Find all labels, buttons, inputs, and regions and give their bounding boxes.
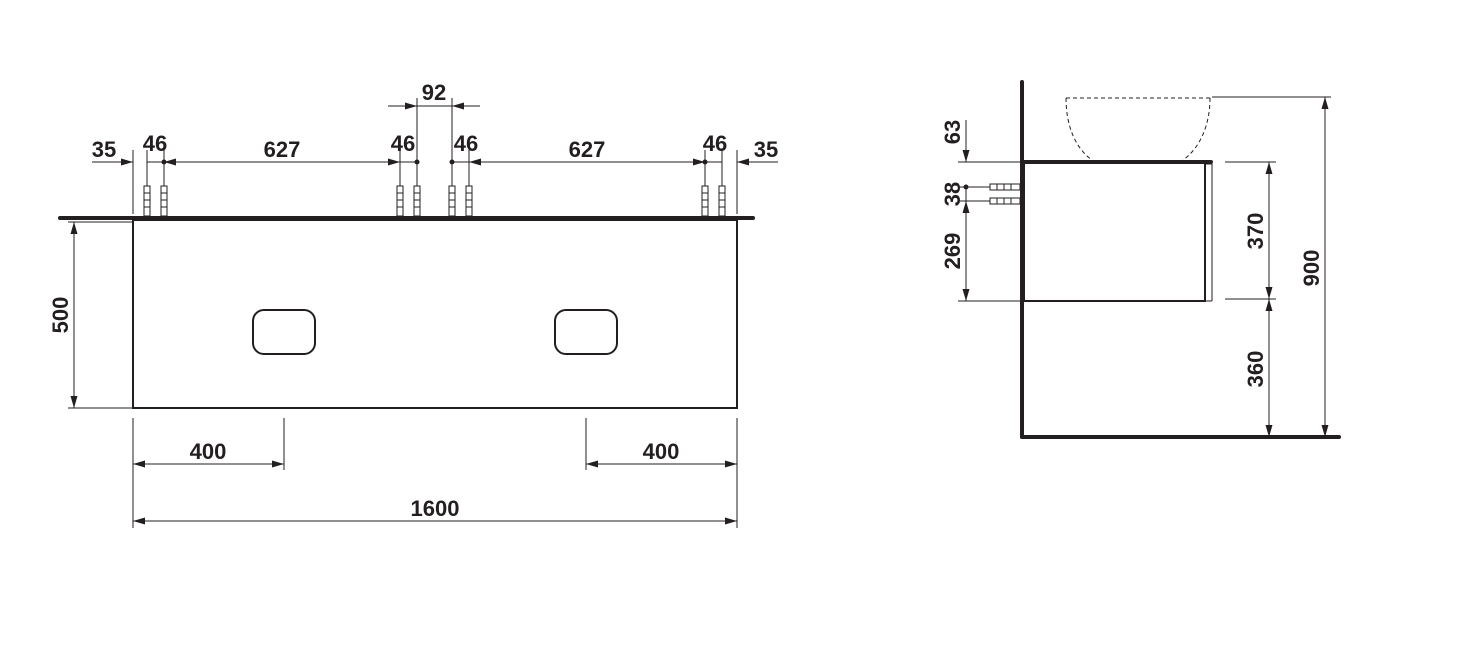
dim-1600: 1600 <box>411 496 460 521</box>
dim-38: 38 <box>940 182 965 206</box>
left-handle <box>252 309 316 355</box>
dim-46-left: 46 <box>143 131 167 156</box>
dim-46-center-right: 46 <box>454 131 478 156</box>
dim-92: 92 <box>422 80 446 105</box>
dim-500: 500 <box>48 297 73 334</box>
dim-370: 370 <box>1243 213 1268 250</box>
wall-plug <box>413 185 421 217</box>
bottom-dimensions <box>132 418 738 528</box>
dim-400-left: 400 <box>190 439 227 464</box>
wall-plug <box>160 185 168 217</box>
left-side-dimensions <box>958 120 1022 302</box>
wall-plugs <box>143 185 726 217</box>
cabinet-front <box>132 219 738 409</box>
dim-35-left: 35 <box>92 137 116 162</box>
dim-360: 360 <box>1243 351 1268 388</box>
height-dimension <box>68 221 133 409</box>
basin-outline <box>1065 97 1211 161</box>
wall-plug <box>396 185 404 217</box>
top-dimension-chain <box>92 98 778 214</box>
dim-400-right: 400 <box>643 439 680 464</box>
right-side-dimensions <box>1212 96 1331 437</box>
cabinet-side <box>1023 161 1206 302</box>
dim-900: 900 <box>1299 250 1324 287</box>
dim-46-center-left: 46 <box>391 131 415 156</box>
wall-bolts <box>989 183 1021 205</box>
wall-plug <box>448 185 456 217</box>
wall-plug <box>718 185 726 217</box>
dim-627-left: 627 <box>264 137 301 162</box>
wall-plug <box>143 185 151 217</box>
dim-269: 269 <box>940 233 965 270</box>
dim-63: 63 <box>940 120 965 144</box>
wall-plug <box>465 185 473 217</box>
wall-plug <box>701 185 709 217</box>
dim-627-right: 627 <box>569 137 606 162</box>
dim-46-right: 46 <box>703 131 727 156</box>
dim-35-right: 35 <box>754 137 778 162</box>
front-view: 35 46 627 46 92 46 627 46 35 500 <box>48 80 778 528</box>
side-view: 63 38 269 370 360 900 <box>940 80 1341 439</box>
right-handle <box>554 309 618 355</box>
